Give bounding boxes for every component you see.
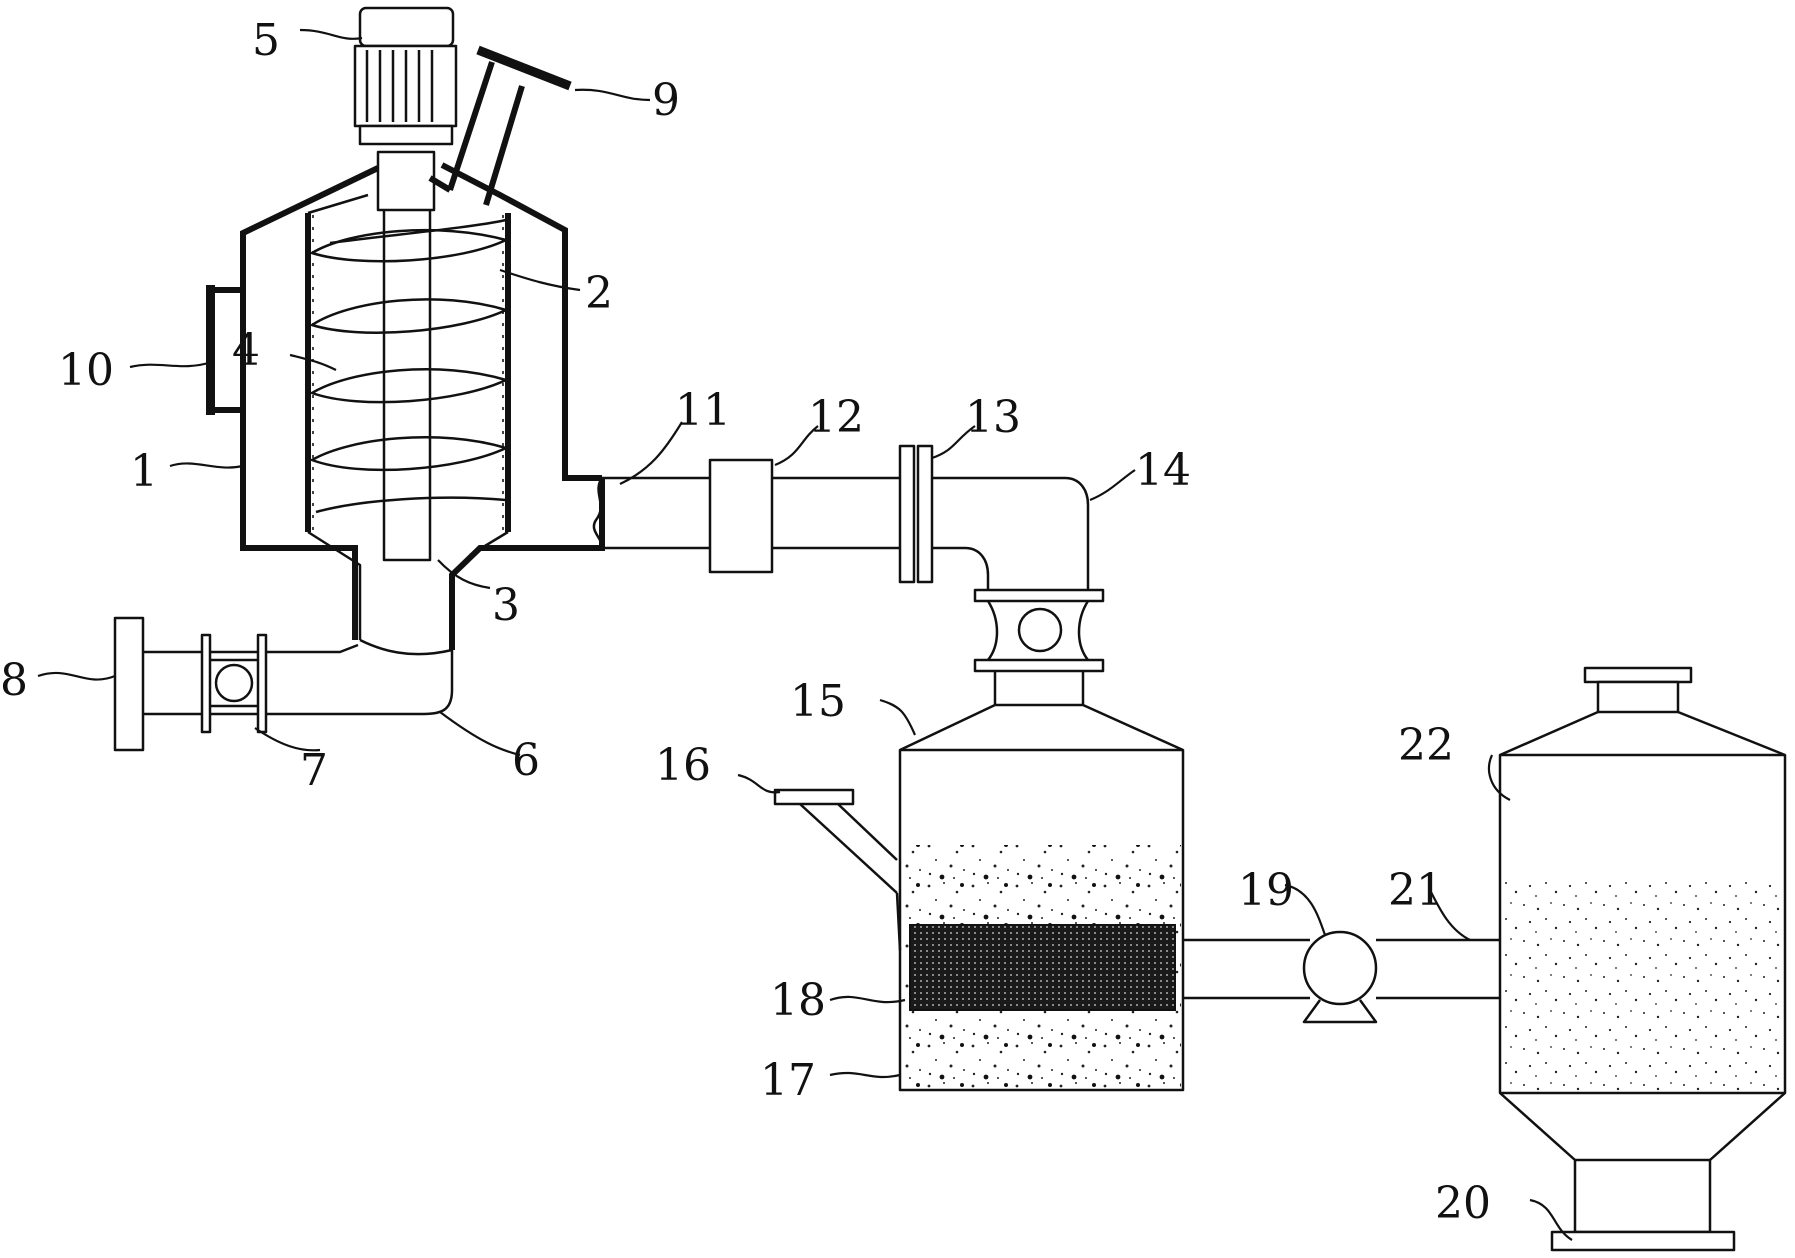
motor <box>353 6 458 146</box>
label-17: 17 <box>760 1055 816 1106</box>
transfer-pipe <box>600 444 1090 590</box>
feed-inlet <box>428 45 572 206</box>
liquid-inlet <box>773 788 902 951</box>
helical-blade <box>310 218 508 514</box>
settling-tank <box>898 703 1185 1092</box>
label-11: 11 <box>675 385 731 436</box>
label-15: 15 <box>790 676 846 727</box>
label-6: 6 <box>512 735 540 786</box>
label-2: 2 <box>585 268 613 319</box>
bottom-discharge-pipe <box>113 616 454 752</box>
side-outlet <box>206 285 214 415</box>
label-10: 10 <box>58 345 114 396</box>
label-5: 5 <box>252 15 280 66</box>
screen-basket <box>305 193 511 640</box>
label-8: 8 <box>0 655 28 706</box>
label-16: 16 <box>655 740 711 791</box>
label-21: 21 <box>1388 865 1444 916</box>
label-4: 4 <box>232 325 260 376</box>
label-3: 3 <box>492 580 520 631</box>
part-labels: 5 9 2 10 4 1 3 8 7 6 11 12 13 14 15 16 1… <box>0 15 1491 1229</box>
label-14: 14 <box>1135 445 1191 496</box>
label-12: 12 <box>808 392 864 443</box>
label-7: 7 <box>300 745 328 796</box>
label-9: 9 <box>652 75 680 126</box>
label-1: 1 <box>130 446 158 497</box>
filter-block <box>909 924 1176 1011</box>
storage-tank <box>1498 666 1787 1252</box>
label-18: 18 <box>770 975 826 1026</box>
label-22: 22 <box>1398 720 1454 771</box>
stirring-shaft <box>376 150 436 562</box>
label-19: 19 <box>1238 865 1294 916</box>
label-20: 20 <box>1435 1178 1491 1229</box>
leader-lines <box>37 28 1573 1241</box>
label-13: 13 <box>965 392 1021 443</box>
pump-line <box>1183 930 1500 1024</box>
vertical-valve <box>973 588 1105 705</box>
